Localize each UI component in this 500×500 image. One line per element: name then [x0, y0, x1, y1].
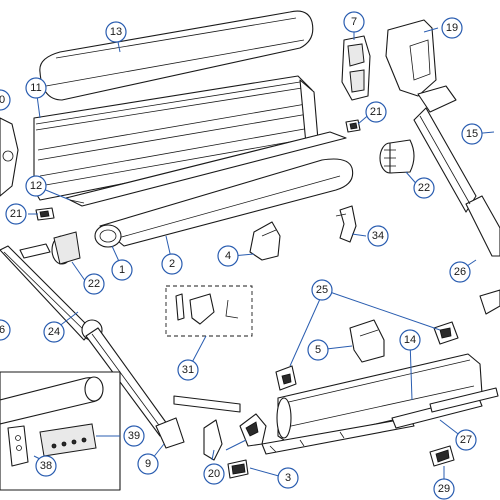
- part-20-end-caps: [203, 413, 267, 461]
- callout-12-label: 12: [30, 180, 42, 192]
- callout-4: 4: [217, 245, 239, 267]
- callout-1: 1: [111, 259, 133, 281]
- callout-34-label: 34: [372, 230, 384, 242]
- part-9-arm-foot: [173, 395, 241, 413]
- callout-19-label: 19: [446, 22, 458, 34]
- part-21-clip-left: [35, 207, 55, 221]
- part-22-motor-head-right: [379, 139, 415, 174]
- part-29-end-bracket: [429, 445, 455, 467]
- part-4-support-bracket: [249, 221, 281, 261]
- callout-26: 26: [449, 261, 471, 283]
- part-34-hook-bracket: [335, 205, 357, 243]
- part-12-strip: [65, 131, 347, 207]
- part-3-slider-block: [227, 459, 249, 479]
- part-end-cap-left: [0, 117, 19, 197]
- callout-21-top: 21: [365, 101, 387, 123]
- callout-22-right-label: 22: [418, 182, 430, 194]
- callout-7: 7: [343, 11, 365, 33]
- callout-0-label: 0: [0, 94, 5, 106]
- part-22-motor-head-left: [19, 231, 81, 265]
- callout-15-label: 15: [466, 128, 478, 140]
- callout-21-left: 21: [5, 203, 27, 225]
- part-7-bracket: [341, 35, 371, 101]
- callout-22-left: 22: [83, 273, 105, 295]
- callout-9: 9: [137, 453, 159, 475]
- callout-15: 15: [461, 123, 483, 145]
- callout-7-label: 7: [351, 16, 357, 28]
- callout-11: 11: [25, 77, 47, 99]
- callout-3: 3: [277, 467, 299, 489]
- part-24-folding-arm-left: [0, 245, 185, 449]
- callout-14: 14: [399, 329, 421, 351]
- part-13-top-cover: [39, 10, 314, 101]
- callout-22-left-label: 22: [88, 278, 100, 290]
- callout-34: 34: [367, 225, 389, 247]
- callout-19: 19: [441, 17, 463, 39]
- callout-21-left-label: 21: [10, 208, 22, 220]
- callout-31-label: 31: [182, 364, 194, 376]
- callout-12: 12: [25, 175, 47, 197]
- callout-27-label: 27: [460, 434, 472, 446]
- callout-11-label: 11: [30, 82, 41, 94]
- callout-5: 5: [307, 339, 329, 361]
- callout-24: 24: [43, 321, 65, 343]
- part-2-fabric: [99, 158, 354, 247]
- callout-3-label: 3: [285, 472, 291, 484]
- callout-21-top-label: 21: [370, 106, 382, 118]
- part-25-end-brackets: [275, 321, 459, 391]
- callout-39-label: 39: [128, 430, 140, 442]
- callout-24-label: 24: [48, 326, 60, 338]
- callout-20: 20: [203, 463, 225, 485]
- callout-5-label: 5: [315, 344, 321, 356]
- callout-25-label: 25: [316, 284, 328, 296]
- callout-22-right: 22: [413, 177, 435, 199]
- callout-2: 2: [161, 253, 183, 275]
- callout-20-label: 20: [208, 468, 220, 480]
- callout-1-label: 1: [119, 264, 125, 276]
- part-11-cassette-profile: [33, 75, 319, 201]
- callout-38-label: 38: [40, 460, 52, 472]
- callout-29-label: 29: [438, 483, 450, 495]
- part-38-remote-control: [7, 425, 29, 467]
- callout-6-label: 6: [0, 324, 5, 336]
- part-27-lower-rails: [261, 387, 499, 455]
- callout-9-label: 9: [145, 458, 151, 470]
- callout-13-label: 13: [110, 26, 122, 38]
- part-21-clip-top: [345, 119, 361, 133]
- part-5-mount-bracket: [349, 319, 385, 363]
- callout-14-label: 14: [404, 334, 416, 346]
- callout-39: 39: [123, 425, 145, 447]
- callout-38: 38: [35, 455, 57, 477]
- callout-2-label: 2: [169, 258, 175, 270]
- callout-13: 13: [105, 21, 127, 43]
- callout-29: 29: [433, 478, 455, 500]
- callout-0: 0: [0, 89, 11, 111]
- part-26-folding-arm-right: [413, 85, 500, 315]
- callout-4-label: 4: [225, 250, 231, 262]
- callout-27: 27: [455, 429, 477, 451]
- part-31-fixing-kit: [165, 285, 253, 337]
- part-19-cover-cap: [385, 19, 437, 97]
- callout-31: 31: [177, 359, 199, 381]
- callout-6: 6: [0, 319, 11, 341]
- part-1-roller-tube: [94, 224, 122, 248]
- callout-26-label: 26: [454, 266, 466, 278]
- callout-25: 25: [311, 279, 333, 301]
